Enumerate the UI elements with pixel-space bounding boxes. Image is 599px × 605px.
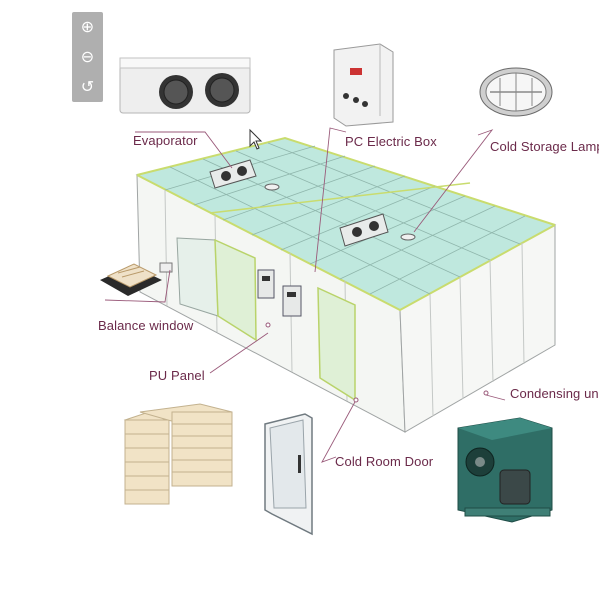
- pu-panel-stack-icon: [123, 403, 233, 505]
- label-pc-electric-box: PC Electric Box: [345, 134, 437, 149]
- cold-storage-lamp-icon: [479, 67, 553, 117]
- reset-view-icon[interactable]: ↺: [80, 77, 95, 96]
- label-cold-storage-lamp: Cold Storage Lamp: [490, 139, 599, 154]
- mouse-cursor-icon: [249, 128, 263, 150]
- label-cold-room-door: Cold Room Door: [335, 454, 434, 469]
- roof-evaporator-icon: [339, 213, 389, 247]
- zoom-out-icon[interactable]: ⊖: [80, 47, 95, 66]
- condensing-unit-icon: [457, 417, 553, 523]
- electric-box-icon: [333, 43, 394, 127]
- zoom-toolbar: ⊕ ⊖ ↺: [72, 12, 103, 102]
- cold-room-structure: [135, 136, 557, 433]
- balance-window-icon: [100, 263, 162, 296]
- cold-room-door-icon: [264, 413, 313, 536]
- label-pu-panel: PU Panel: [149, 368, 205, 383]
- evaporator-unit-icon: [119, 57, 251, 114]
- label-balance-window: Balance window: [98, 318, 194, 333]
- label-condensing-unit: Condensing unit: [510, 386, 599, 401]
- label-evaporator: Evaporator: [133, 133, 198, 148]
- zoom-in-icon[interactable]: ⊕: [80, 17, 95, 36]
- roof-evaporator-icon: [209, 159, 257, 189]
- leader-lines: [104, 127, 506, 463]
